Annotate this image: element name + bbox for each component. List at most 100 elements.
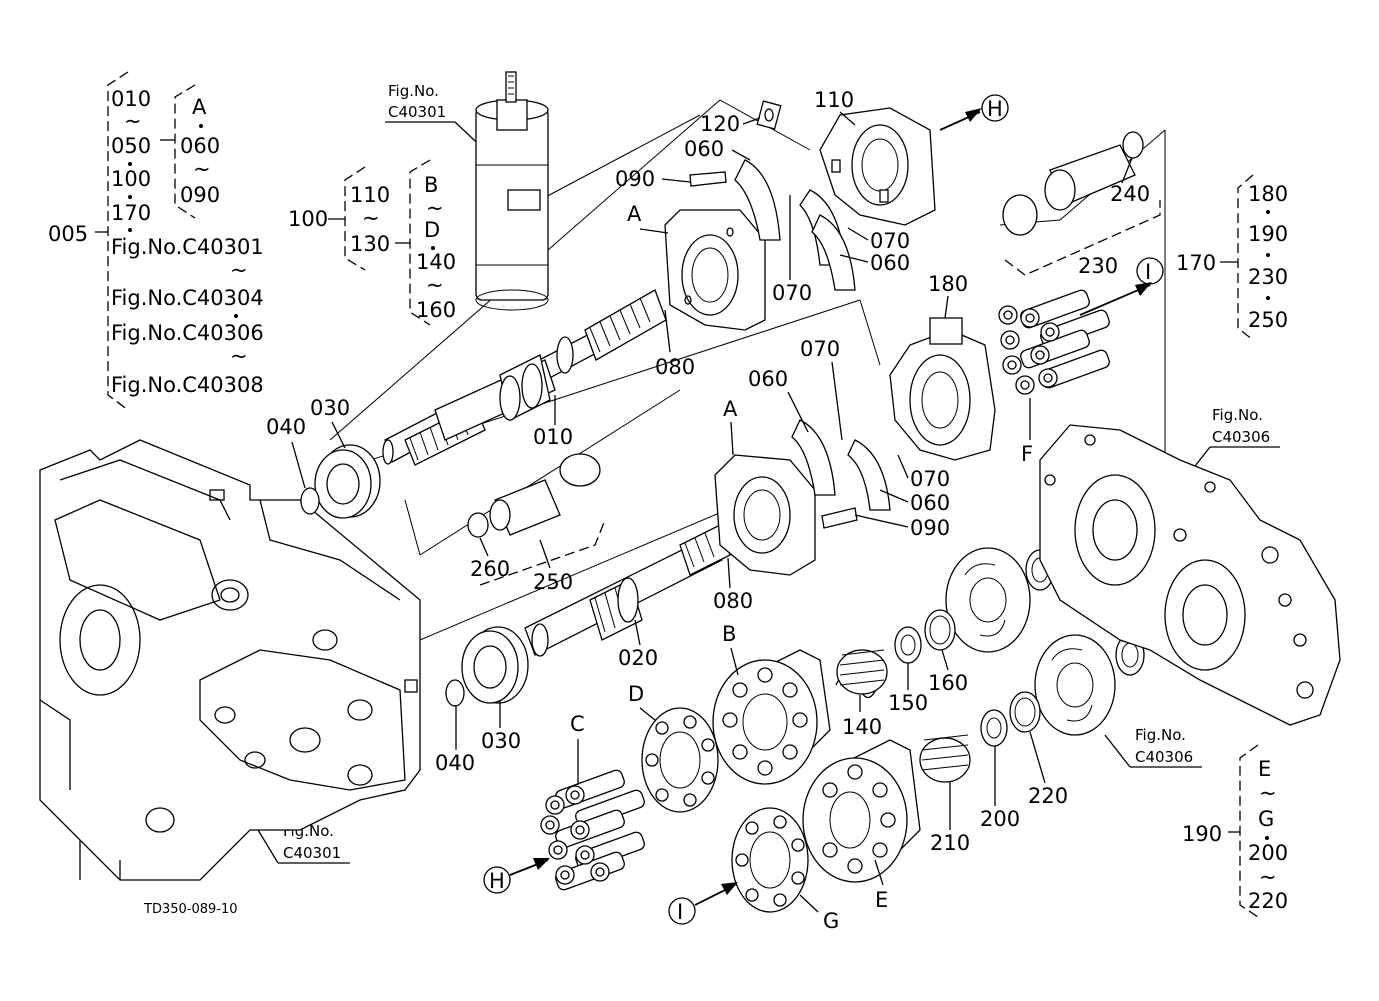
svg-text:C40301: C40301 bbox=[388, 103, 446, 121]
svg-text:~: ~ bbox=[1259, 781, 1277, 805]
arrows bbox=[509, 108, 1152, 906]
cylinder-assembly bbox=[475, 71, 549, 311]
group-005-item: 050 bbox=[111, 134, 151, 158]
svg-text:A: A bbox=[723, 397, 738, 421]
callout-040: 040 bbox=[266, 415, 306, 439]
fig-ref-c40301-top[interactable]: Fig.No. C40301 bbox=[385, 82, 491, 156]
svg-text:220: 220 bbox=[1248, 889, 1288, 913]
callout-070: 070 bbox=[910, 467, 950, 491]
callout-070: 070 bbox=[800, 337, 840, 361]
svg-text:B: B bbox=[424, 173, 438, 197]
group-100-id: 100 bbox=[288, 207, 328, 231]
callout-060: 060 bbox=[910, 491, 950, 515]
group-005-id: 005 bbox=[48, 222, 88, 246]
ref-circle-I bbox=[1136, 257, 1164, 285]
svg-text:160: 160 bbox=[416, 298, 456, 322]
svg-text:130: 130 bbox=[350, 232, 390, 256]
svg-text:180: 180 bbox=[1248, 182, 1288, 206]
svg-text:C40306: C40306 bbox=[1212, 428, 1270, 446]
group-005-list: 005 010 ~ 050 100 170 Fig.No.C40301 ~ Fi… bbox=[48, 71, 264, 411]
rear-housing bbox=[1039, 424, 1341, 726]
ref-circle-I bbox=[668, 897, 696, 925]
piston-set-C bbox=[540, 769, 645, 891]
shaft-010 bbox=[382, 289, 667, 466]
svg-text:E: E bbox=[1258, 757, 1271, 781]
svg-text:200: 200 bbox=[1248, 841, 1288, 865]
callout-040: 040 bbox=[435, 751, 475, 775]
svg-text:~: ~ bbox=[230, 258, 248, 282]
swash-plate-110 bbox=[756, 100, 936, 226]
svg-text:F: F bbox=[1021, 442, 1033, 466]
callout-010: 010 bbox=[533, 425, 573, 449]
callout-060: 060 bbox=[684, 137, 724, 161]
callout-110: 110 bbox=[814, 88, 854, 112]
group-005-item: 170 bbox=[111, 201, 151, 225]
svg-text:190: 190 bbox=[1248, 222, 1288, 246]
callout-230: 230 bbox=[1078, 254, 1118, 278]
callouts: 010 020 030 030 040 040 060 090 070 060 … bbox=[266, 88, 1164, 933]
svg-text:I: I bbox=[1145, 260, 1151, 284]
svg-text:~: ~ bbox=[124, 109, 142, 133]
fitting-230 bbox=[1002, 131, 1161, 276]
svg-text:250: 250 bbox=[1248, 308, 1288, 332]
callout-140: 140 bbox=[842, 715, 882, 739]
svg-text:Fig.No.: Fig.No. bbox=[1212, 406, 1263, 424]
group-005-item: Fig.No.C40306 bbox=[111, 321, 264, 345]
group-100-list: 100 110 ~ 130 B ~ D 140 ~ 160 bbox=[288, 159, 456, 326]
svg-text:140: 140 bbox=[416, 250, 456, 274]
callout-030: 030 bbox=[481, 729, 521, 753]
callout-210: 210 bbox=[930, 831, 970, 855]
callout-030: 030 bbox=[310, 396, 350, 420]
svg-text:~: ~ bbox=[230, 344, 248, 368]
group-005-item: Fig.No.C40308 bbox=[111, 373, 264, 397]
callout-180: 180 bbox=[928, 272, 968, 296]
svg-text:A: A bbox=[627, 202, 642, 226]
callout-020: 020 bbox=[618, 646, 658, 670]
ref-circle-H bbox=[981, 94, 1009, 122]
group-005-item: 100 bbox=[111, 167, 151, 191]
drawing-code: TD350-089-10 bbox=[143, 902, 238, 917]
group-005-item: Fig.No.C40301 bbox=[111, 235, 264, 259]
retainer-plate-D bbox=[641, 707, 719, 813]
swash-plate-180 bbox=[889, 317, 996, 461]
svg-text:110: 110 bbox=[350, 183, 390, 207]
svg-text:090: 090 bbox=[180, 183, 220, 207]
svg-text:Fig.No.: Fig.No. bbox=[1135, 726, 1186, 744]
callout-200: 200 bbox=[980, 807, 1020, 831]
cylinder-block-E bbox=[802, 739, 921, 883]
svg-text:060: 060 bbox=[180, 134, 220, 158]
callout-060: 060 bbox=[870, 251, 910, 275]
svg-text:~: ~ bbox=[193, 157, 211, 181]
group-170-list: 170 180 190 230 250 bbox=[1176, 174, 1288, 341]
cylinder-block-B bbox=[712, 649, 831, 785]
callout-060: 060 bbox=[748, 367, 788, 391]
fig-ref-c40306-right[interactable]: Fig.No. C40306 bbox=[1187, 406, 1280, 476]
svg-text:G: G bbox=[823, 909, 839, 933]
spring-140 bbox=[835, 649, 888, 699]
svg-text:230: 230 bbox=[1248, 265, 1288, 289]
callout-070: 070 bbox=[870, 229, 910, 253]
flange-A-top bbox=[664, 159, 856, 331]
group-170-id: 170 bbox=[1176, 251, 1216, 275]
callout-090: 090 bbox=[910, 516, 950, 540]
group-005-item: Fig.No.C40304 bbox=[111, 286, 264, 310]
fig-ref-c40306-lower[interactable]: Fig.No. C40306 bbox=[1104, 726, 1202, 768]
svg-text:H: H bbox=[489, 869, 505, 893]
svg-text:C40306: C40306 bbox=[1135, 748, 1193, 766]
svg-text:~: ~ bbox=[426, 196, 444, 220]
svg-text:A: A bbox=[192, 95, 207, 119]
svg-text:~: ~ bbox=[362, 206, 380, 230]
fitting-250 bbox=[479, 453, 606, 586]
valve-plate-upper bbox=[945, 547, 1055, 653]
svg-text:I: I bbox=[677, 900, 683, 924]
shaft-020 bbox=[524, 524, 731, 657]
callout-220: 220 bbox=[1028, 784, 1068, 808]
svg-text:D: D bbox=[424, 218, 440, 242]
valve-plate-lower bbox=[1034, 634, 1145, 736]
svg-text:B: B bbox=[722, 622, 736, 646]
ref-circle-H bbox=[483, 866, 511, 894]
group-005-item: 010 bbox=[111, 87, 151, 111]
svg-text:E: E bbox=[875, 888, 888, 912]
callout-250: 250 bbox=[533, 570, 573, 594]
